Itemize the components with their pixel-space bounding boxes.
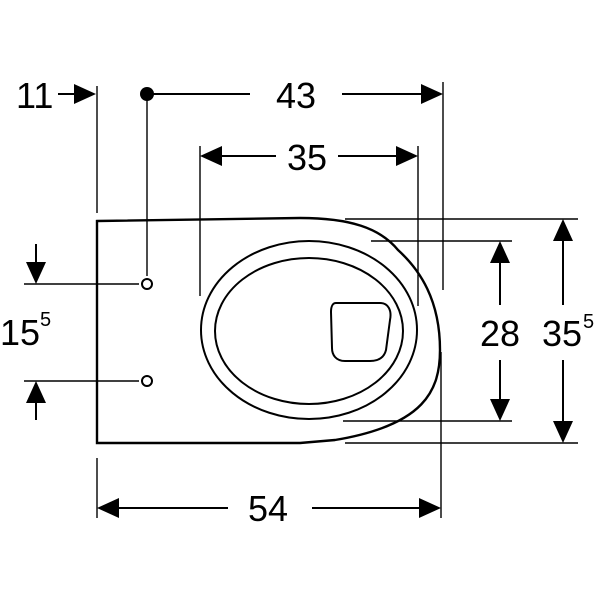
dim-35-arrow-right xyxy=(396,146,418,166)
dim-28-arrow-top xyxy=(490,241,510,263)
dim-28-label: 28 xyxy=(480,313,520,354)
dim-15-arrow-bottom xyxy=(26,381,46,403)
dim-15-label: 15 xyxy=(0,312,40,353)
dim-35-5-arrow-top xyxy=(553,219,573,241)
dim-54-arrow-left xyxy=(97,498,119,518)
dim-43-arrow xyxy=(421,84,443,104)
dim-54-label: 54 xyxy=(248,488,288,529)
mounting-hole-bottom xyxy=(141,375,153,387)
dim-28-arrow-bottom xyxy=(490,399,510,421)
flush-outlet xyxy=(329,302,392,362)
dim-11-label: 11 xyxy=(16,75,53,116)
dim-54-arrow-right xyxy=(419,498,441,518)
bowl-rim-inner xyxy=(214,257,404,405)
dim-15-superscript: 5 xyxy=(40,309,51,331)
toilet-outline xyxy=(95,216,442,445)
dim-35-arrow-left xyxy=(200,146,222,166)
dim-15-arrow-top xyxy=(26,262,46,284)
mounting-hole-top xyxy=(141,278,153,290)
dim-35-5-arrow-bottom xyxy=(553,421,573,443)
bowl-rim-outer xyxy=(200,240,418,420)
dim-43-label: 43 xyxy=(276,75,316,116)
dim-35-5-label: 35 xyxy=(542,313,582,354)
dim-11-arrow xyxy=(74,84,96,104)
dim-35-label: 35 xyxy=(287,137,327,178)
dim-35-5-superscript: 5 xyxy=(583,311,594,333)
